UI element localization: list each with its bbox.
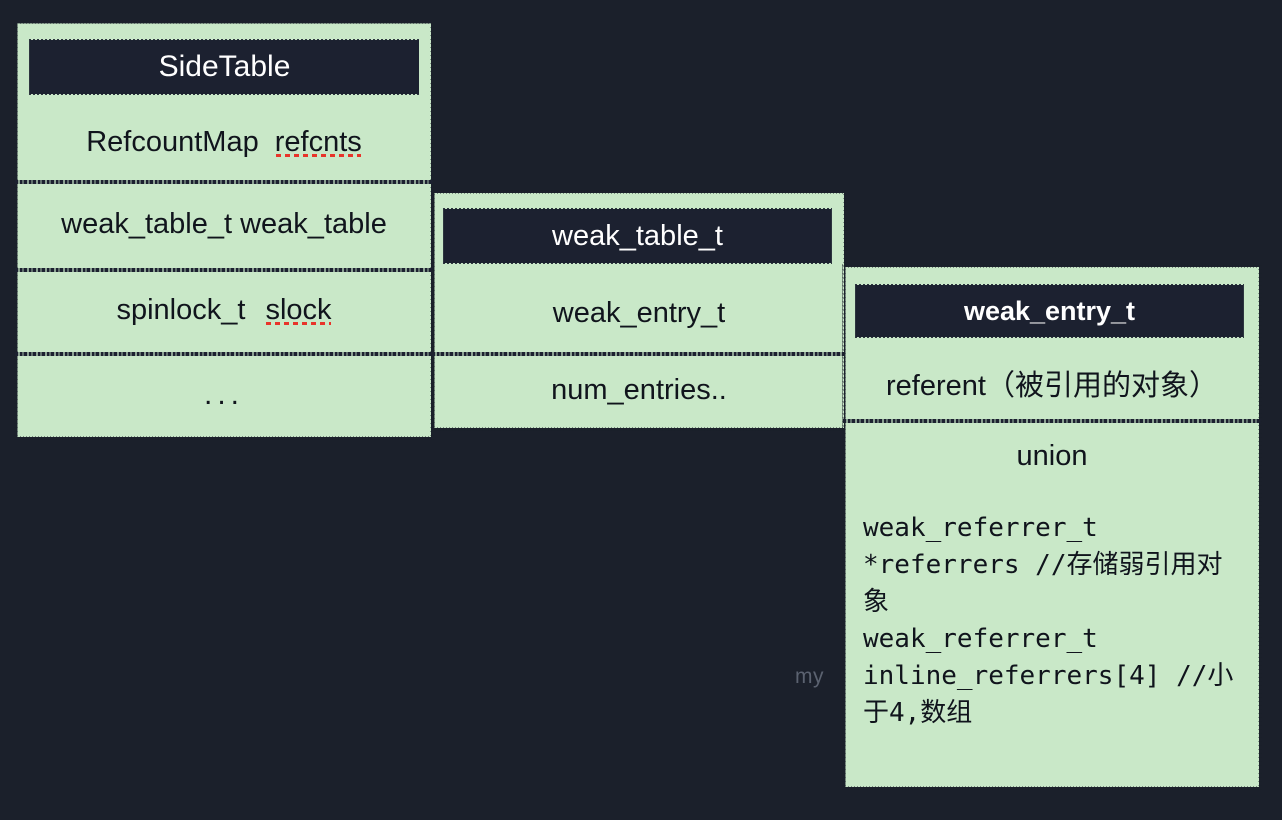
weak-table-t-box-inner: weak_table_t weak_entry_t num_entries.. [432,193,846,428]
sidetable-row-ellipsis: ... [15,352,433,437]
sidetable-title: SideTable [31,41,418,93]
weak-table-t-title: weak_table_t [445,210,830,262]
referent-text: referent（被引用的对象） [886,369,1218,402]
weak-entry-t-row-union: union [843,419,1261,494]
sidetable-row-weak-table: weak_table_t weak_table [15,180,433,268]
num-entries-text: num_entries.. [551,373,727,406]
weak-table-t-row-weak-entry-t: weak_entry_t [434,274,844,352]
sidetable-refcnts-type: RefcountMap [86,126,259,158]
weak-entry-t-box: weak_entry_t referent（被引用的对象） union weak… [843,267,1261,787]
weak-entry-t-row-code: weak_referrer_t *referrers //存储弱引用对象 wea… [845,494,1259,787]
sidetable-row-refcnts: RefcountMap refcnts [17,105,431,180]
weak-table-t-box: weak_table_t weak_entry_t num_entries.. [432,193,846,428]
weak-entry-t-row-referent: referent（被引用的对象） [845,346,1259,419]
weak-entry-t-box-inner: weak_entry_t referent（被引用的对象） union weak… [843,267,1261,787]
weak-table-t-row-num-entries: num_entries.. [432,352,846,428]
weak-entry-t-text: weak_entry_t [552,296,726,329]
union-members-code: weak_referrer_t *referrers //存储弱引用对象 wea… [863,513,1234,728]
sidetable-box-inner: SideTable RefcountMap refcnts weak_table… [15,23,433,437]
sidetable-slock-field: slock [265,293,332,326]
sidetable-row-slock: spinlock_t slock [15,268,433,352]
sidetable-refcnts-field: refcnts [274,126,362,158]
watermark-label: my [795,665,824,688]
sidetable-weak-table-text: weak_table_t weak_table [61,207,387,240]
ellipsis-text: ... [203,377,244,411]
sidetable-slock-type: spinlock_t [116,293,246,326]
weak-entry-t-title: weak_entry_t [857,286,1242,336]
sidetable-box: SideTable RefcountMap refcnts weak_table… [15,23,433,437]
union-text: union [1016,440,1088,472]
